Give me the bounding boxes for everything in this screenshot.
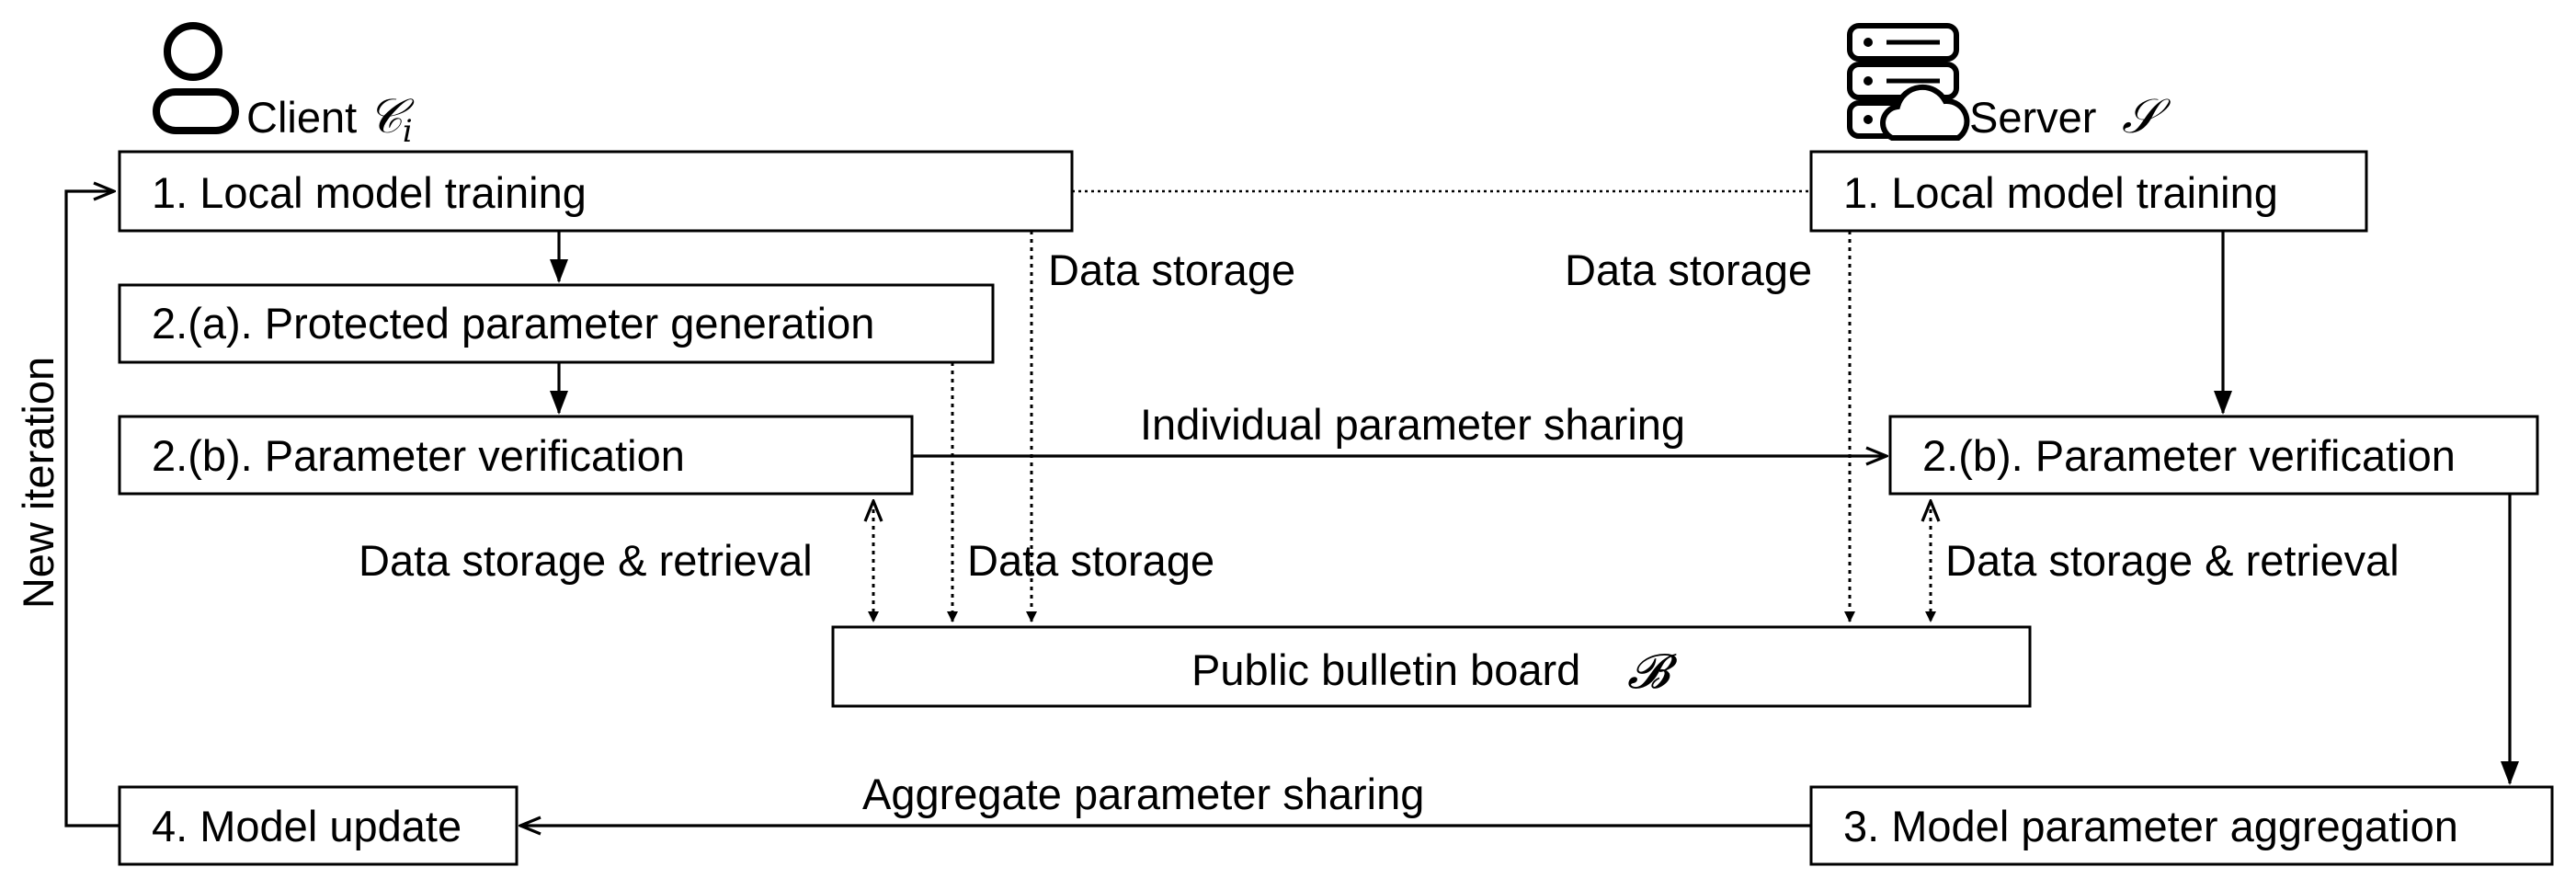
svg-text:2.(a). Protected parameter gen: 2.(a). Protected parameter generation bbox=[152, 299, 874, 348]
label-server-storage-retrieval: Data storage & retrieval bbox=[1945, 536, 2399, 585]
svg-text:4. Model update: 4. Model update bbox=[152, 802, 462, 850]
client-symbol: 𝒞i bbox=[368, 89, 415, 150]
client-step-protected-generation: 2.(a). Protected parameter generation bbox=[118, 283, 995, 364]
client-step-local-training: 1. Local model training bbox=[118, 150, 1074, 233]
server-step-local-training: 1. Local model training bbox=[1809, 150, 2368, 233]
label-individual-sharing: Individual parameter sharing bbox=[1140, 400, 1685, 449]
user-icon bbox=[153, 22, 239, 134]
label-generation-data-storage: Data storage bbox=[967, 536, 1214, 585]
server-cloud-icon bbox=[1847, 23, 1970, 141]
svg-text:1. Local model training: 1. Local model training bbox=[1843, 168, 2278, 217]
server-symbol: 𝒮 bbox=[2122, 89, 2171, 144]
svg-text:1. Local model training: 1. Local model training bbox=[152, 168, 587, 217]
label-client-storage-retrieval: Data storage & retrieval bbox=[359, 536, 813, 585]
label-server-data-storage: Data storage bbox=[1565, 245, 1812, 294]
label-aggregate-sharing: Aggregate parameter sharing bbox=[862, 770, 1424, 818]
client-label: Client bbox=[246, 93, 357, 142]
client-step-model-update: 4. Model update bbox=[118, 785, 519, 866]
new-iteration-label: New iteration bbox=[14, 357, 63, 609]
label-client-data-storage: Data storage bbox=[1048, 245, 1295, 294]
new-iteration-loop bbox=[64, 191, 120, 827]
public-bulletin-board: Public bulletin board 𝓑 bbox=[831, 625, 2032, 708]
server-step-verification: 2.(b). Parameter verification bbox=[1888, 415, 2539, 496]
svg-text:2.(b). Parameter verification: 2.(b). Parameter verification bbox=[152, 431, 685, 480]
server-label: Server bbox=[1969, 93, 2096, 142]
server-step-aggregation: 3. Model parameter aggregation bbox=[1809, 785, 2554, 866]
svg-text:2.(b). Parameter verification: 2.(b). Parameter verification bbox=[1922, 431, 2456, 480]
client-step-verification: 2.(b). Parameter verification bbox=[118, 415, 914, 496]
svg-text:3. Model parameter aggregation: 3. Model parameter aggregation bbox=[1843, 802, 2458, 850]
svg-text:𝓑: 𝓑 bbox=[1627, 645, 1678, 700]
svg-text:Public bulletin board: Public bulletin board bbox=[1191, 645, 1580, 694]
